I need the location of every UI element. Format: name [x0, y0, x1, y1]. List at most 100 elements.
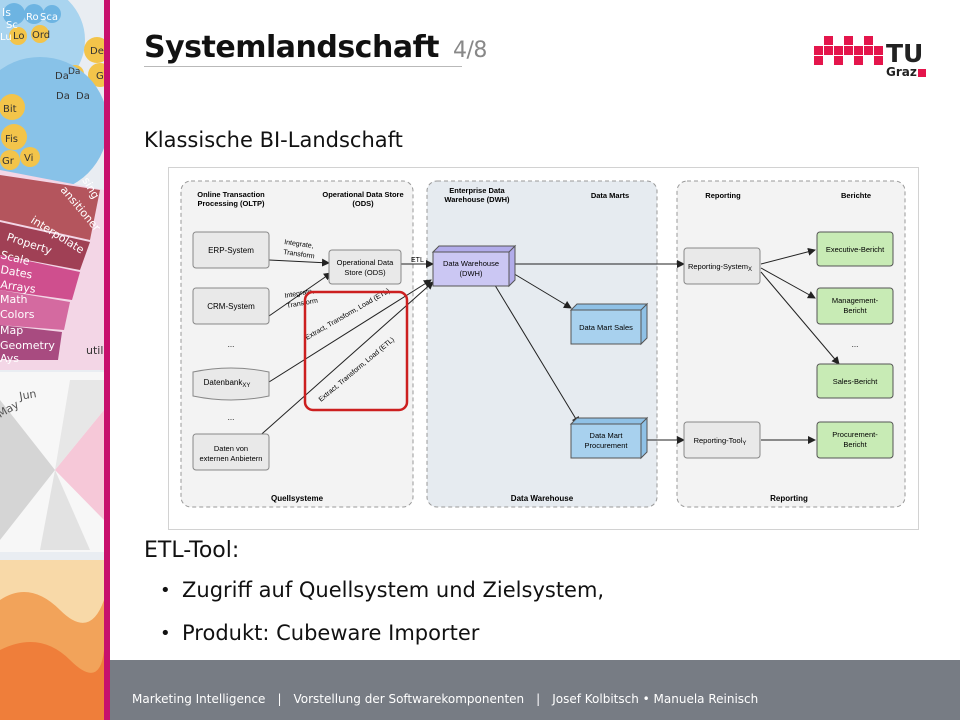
slide-title: Systemlandschaft 4/8 [144, 30, 487, 65]
node-reporting-system-sub: X [748, 267, 752, 273]
svg-text:Bit: Bit [3, 104, 17, 115]
node-mart-sales [570, 309, 642, 345]
node-dwh [432, 251, 510, 287]
title-underline [144, 66, 462, 67]
node-ods [328, 249, 402, 285]
svg-text:Vi: Vi [24, 153, 33, 164]
node-mgmt-2: Bericht [843, 306, 867, 315]
svg-text:Geometry: Geometry [0, 339, 55, 352]
svg-text:util: util [86, 344, 103, 357]
svg-text:Arrays: Arrays [0, 278, 37, 296]
node-erp [192, 231, 270, 269]
svg-text:Da: Da [76, 91, 90, 102]
section-label-reporting: Reporting [770, 494, 808, 503]
footer-separator: | [277, 692, 282, 706]
bullet-dot-icon: • [160, 580, 171, 601]
node-reporting-tool-sub: Y [742, 441, 746, 447]
logo-text-graz: Graz [886, 65, 917, 78]
node-crm [192, 287, 270, 325]
svg-text:Lo: Lo [13, 31, 25, 42]
slide-footer: Marketing Intelligence|Vorstellung der S… [132, 692, 758, 706]
bullet-item: •Zugriff auf Quellsystem und Zielsystem, [160, 578, 604, 621]
node-exec [816, 231, 894, 267]
node-dwh-2: (DWH) [460, 269, 483, 278]
bi-landscape-diagram: Online Transaction Processing (OLTP) Ope… [168, 167, 919, 530]
node-crm-label: CRM-System [207, 302, 255, 311]
node-proc-1: Procurement- [832, 430, 878, 439]
etl-tool-heading: ETL-Tool: [144, 538, 240, 563]
col-edwh-1: Enterprise Data [449, 186, 505, 195]
svg-text:Da: Da [55, 71, 69, 82]
node-reporting-system-label: Reporting-SystemX [688, 262, 752, 273]
edge-ext-dwh [254, 281, 434, 441]
node-dots-right: ... [852, 340, 859, 349]
node-sales [816, 363, 894, 399]
footer-topic: Vorstellung der Softwarekomponenten [293, 692, 525, 706]
diagram-canvas: Online Transaction Processing (OLTP) Ope… [180, 180, 906, 508]
node-ods-1: Operational Data [337, 258, 395, 267]
node-proc-2: Bericht [843, 440, 867, 449]
col-berichte: Berichte [841, 191, 871, 200]
bullet-item: • Produkt: Cubeware Importer [160, 621, 604, 664]
svg-text:Ro: Ro [26, 12, 39, 23]
edge-crm-ods [268, 272, 332, 317]
section-label-data-warehouse: Data Warehouse [511, 494, 574, 503]
logo-text-tu: TU [886, 39, 923, 68]
edge-rep-exec [760, 247, 816, 265]
svg-text:Dates: Dates [0, 263, 34, 281]
node-proc [816, 421, 894, 459]
edge-erp-ods [268, 258, 330, 267]
node-datenbank-sub: XY [242, 383, 250, 389]
bullet-dot-icon: • [160, 623, 171, 644]
bullet-text: Produkt: Cubeware Importer [182, 621, 480, 645]
label-it1b: Transform [283, 249, 315, 260]
col-edwh-2: Warehouse (DWH) [444, 195, 510, 204]
col-marts: Data Marts [591, 191, 629, 200]
slide-title-text: Systemlandschaft [144, 30, 439, 65]
svg-text:Jun: Jun [17, 387, 37, 403]
edge-rep-mgmt [760, 267, 816, 299]
node-externe [192, 433, 270, 471]
footer-band [110, 660, 960, 720]
node-externe-1: Daten von [214, 444, 248, 453]
node-dots-left2: ... [228, 413, 235, 422]
node-mart-sales-label: Data Mart Sales [579, 323, 633, 332]
node-externe-2: externen Anbietern [200, 454, 263, 463]
node-exec-label: Executive-Bericht [826, 245, 885, 254]
svg-text:Ord: Ord [32, 30, 50, 41]
edge-dwh-proc [492, 281, 580, 425]
node-datenbank [192, 367, 270, 401]
node-mart-proc-1: Data Mart [590, 431, 624, 440]
decorative-sidebar: Is Sc Lu Ro Sca Lo Ord De G Da Da Da Da … [0, 0, 104, 720]
svg-text:Sca: Sca [40, 12, 58, 23]
svg-text:Fis: Fis [5, 134, 18, 145]
svg-text:Is: Is [2, 6, 11, 19]
svg-text:Da: Da [68, 67, 80, 77]
col-ods-1: Operational Data Store [322, 190, 403, 199]
col-oltp-1: Online Transaction [197, 190, 265, 199]
node-erp-label: ERP-System [208, 246, 254, 255]
col-oltp-2: Processing (OLTP) [198, 199, 265, 208]
svg-text:Sc: Sc [6, 20, 18, 31]
node-datenbank-text: Datenbank [204, 378, 244, 387]
tu-graz-logo: TU Graz [814, 36, 926, 78]
slide-subtitle: Klassische BI-Landschaft [144, 128, 403, 152]
etl-highlight-box [303, 290, 409, 412]
node-dots-left: ... [228, 340, 235, 349]
svg-text:Lu: Lu [0, 32, 12, 43]
footer-authors: Josef Kolbitsch • Manuela Reinisch [552, 692, 759, 706]
node-dwh-1: Data Warehouse [443, 259, 499, 268]
node-reporting-tool [683, 421, 761, 459]
node-reporting-system-text: Reporting-System [688, 262, 748, 271]
node-mgmt [816, 287, 894, 325]
page-indicator: 4/8 [452, 38, 487, 63]
node-mart-proc [570, 423, 642, 459]
footer-separator: | [536, 692, 541, 706]
edge-db-dwh [268, 279, 432, 383]
node-datenbank-label: DatenbankXY [204, 378, 251, 389]
svg-text:Ays: Ays [0, 352, 19, 365]
label-etl: ETL [411, 257, 424, 264]
label-it1a: Integrate, [284, 239, 314, 250]
svg-text:Math: Math [0, 293, 28, 306]
node-ods-2: Store (ODS) [344, 268, 386, 277]
